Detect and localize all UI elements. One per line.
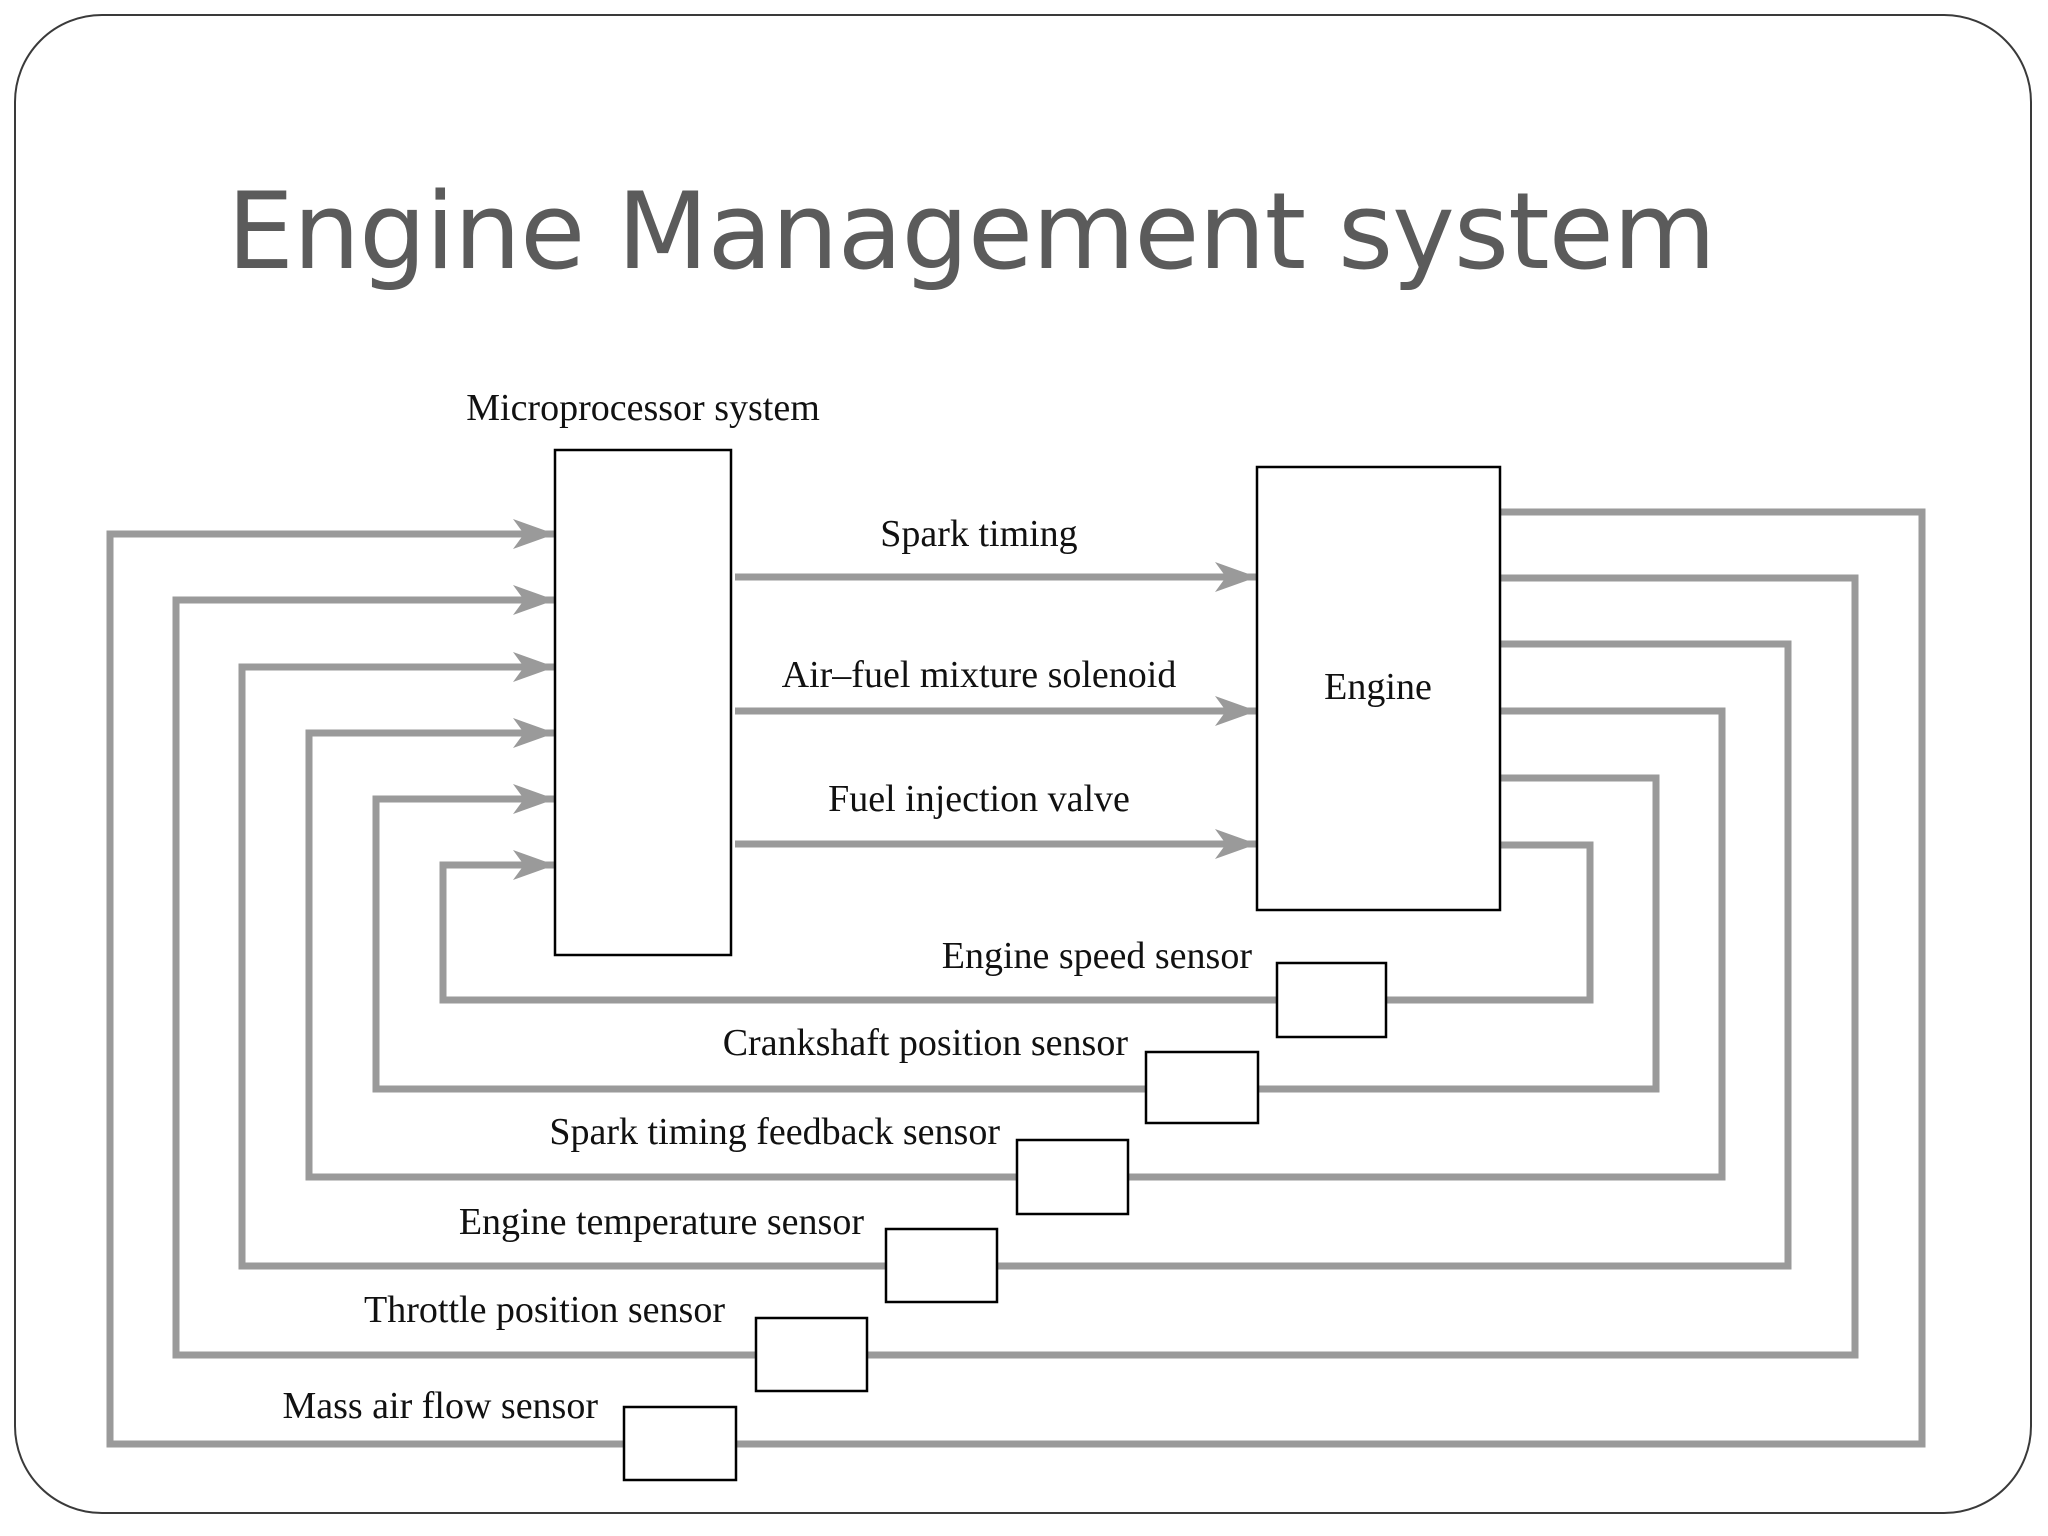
output-label-air-fuel-mixture-solenoid: Air–fuel mixture solenoid	[782, 654, 1177, 696]
sensor-box-spark-timing-feedback	[1015, 1138, 1130, 1216]
microprocessor-label: Microprocessor system	[466, 387, 820, 429]
output-label-fuel-injection-valve: Fuel injection valve	[828, 778, 1130, 820]
slide-title: Engine Management system	[227, 170, 1716, 293]
loop-mass-air-flow	[106, 508, 1926, 1448]
loop-crankshaft-position	[372, 774, 1660, 1093]
microprocessor-box	[553, 448, 733, 957]
loop-spark-timing-feedback	[305, 707, 1726, 1181]
sensor-label-engine-speed: Engine speed sensor	[942, 935, 1253, 977]
output-label-spark-timing: Spark timing	[880, 513, 1077, 555]
loop-engine-speed	[439, 841, 1594, 1004]
sensor-label-crankshaft-position: Crankshaft position sensor	[723, 1022, 1129, 1064]
engine-label: Engine	[1324, 666, 1432, 708]
sensor-box-engine-temperature	[884, 1227, 999, 1304]
loop-engine-temperature	[238, 640, 1792, 1270]
sensor-label-mass-air-flow: Mass air flow sensor	[282, 1385, 598, 1427]
sensor-box-crankshaft-position	[1144, 1050, 1260, 1125]
engine-box	[1255, 465, 1502, 912]
loop-throttle-position	[172, 574, 1859, 1359]
sensor-label-engine-temperature: Engine temperature sensor	[459, 1201, 865, 1243]
sensor-box-throttle-position	[754, 1316, 869, 1393]
sensor-box-engine-speed	[1275, 961, 1388, 1039]
sensor-box-mass-air-flow	[622, 1405, 738, 1482]
sensor-label-spark-timing-feedback: Spark timing feedback sensor	[549, 1111, 1000, 1153]
sensor-label-throttle-position: Throttle position sensor	[364, 1289, 725, 1331]
